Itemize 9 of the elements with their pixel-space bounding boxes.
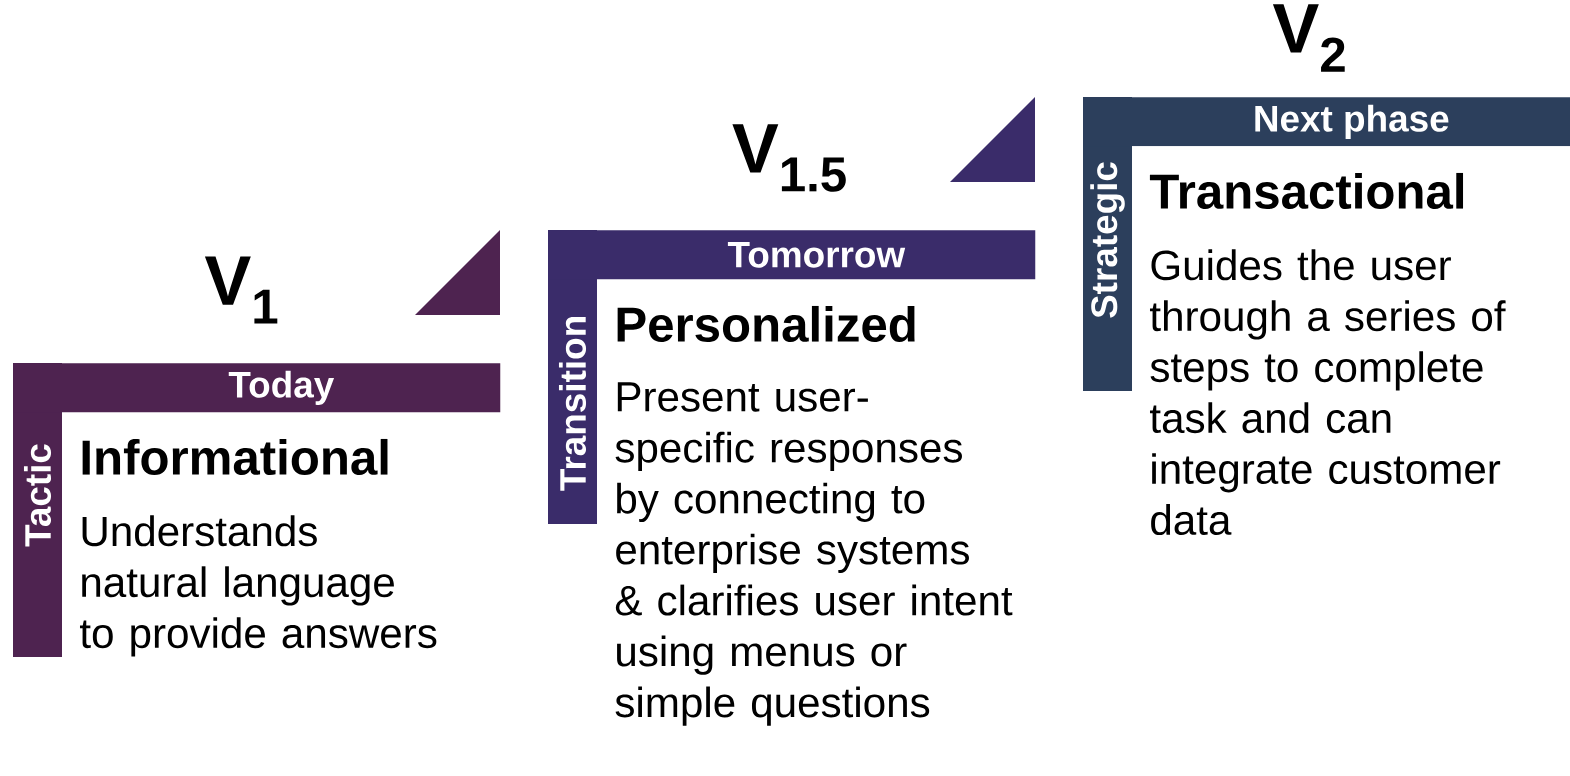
stage-heading: Transactional [1149, 172, 1464, 210]
stage-heading: Informational [82, 438, 388, 476]
side-label: Tactic [23, 444, 52, 547]
version-label: V$_{1.5}$ [732, 124, 846, 192]
side-label: Transition [558, 317, 587, 491]
version-label: V$_{1}$ [204, 256, 278, 324]
stage-description: Understands natural language to provide answers [80, 515, 437, 657]
side-label: Strategic [1090, 162, 1125, 318]
stage-heading: Personalized [617, 305, 915, 343]
